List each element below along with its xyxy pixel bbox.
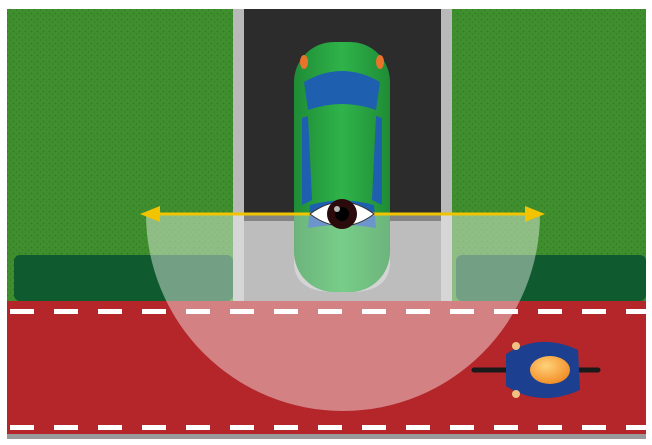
- road-edge: [7, 434, 646, 439]
- lane-dash: [406, 425, 430, 430]
- lane-dash: [538, 425, 562, 430]
- lane-dash: [494, 425, 518, 430]
- lane-dash: [626, 309, 650, 314]
- car-headlight-left: [300, 55, 308, 69]
- car-headlight-right: [376, 55, 384, 69]
- lane-dash: [582, 309, 606, 314]
- lane-dash: [274, 425, 298, 430]
- lane-dash: [98, 309, 122, 314]
- lane-dash: [230, 425, 254, 430]
- cyclist-hand-left: [512, 342, 520, 350]
- lane-dash: [450, 425, 474, 430]
- lane-dash: [142, 309, 166, 314]
- lane-dash: [10, 425, 34, 430]
- lane-dash: [186, 425, 210, 430]
- lane-dash: [142, 425, 166, 430]
- cyclist-hand-right: [512, 390, 520, 398]
- lane-dash: [362, 425, 386, 430]
- lane-dash: [98, 425, 122, 430]
- lane-dash: [582, 425, 606, 430]
- cyclist-helmet: [530, 356, 570, 384]
- lane-marking-bottom: [10, 425, 650, 430]
- lane-dash: [10, 309, 34, 314]
- lane-dash: [538, 309, 562, 314]
- lane-dash: [54, 425, 78, 430]
- lane-dash: [626, 425, 650, 430]
- lane-dash: [54, 309, 78, 314]
- eye-highlight: [334, 206, 340, 212]
- lane-dash: [318, 425, 342, 430]
